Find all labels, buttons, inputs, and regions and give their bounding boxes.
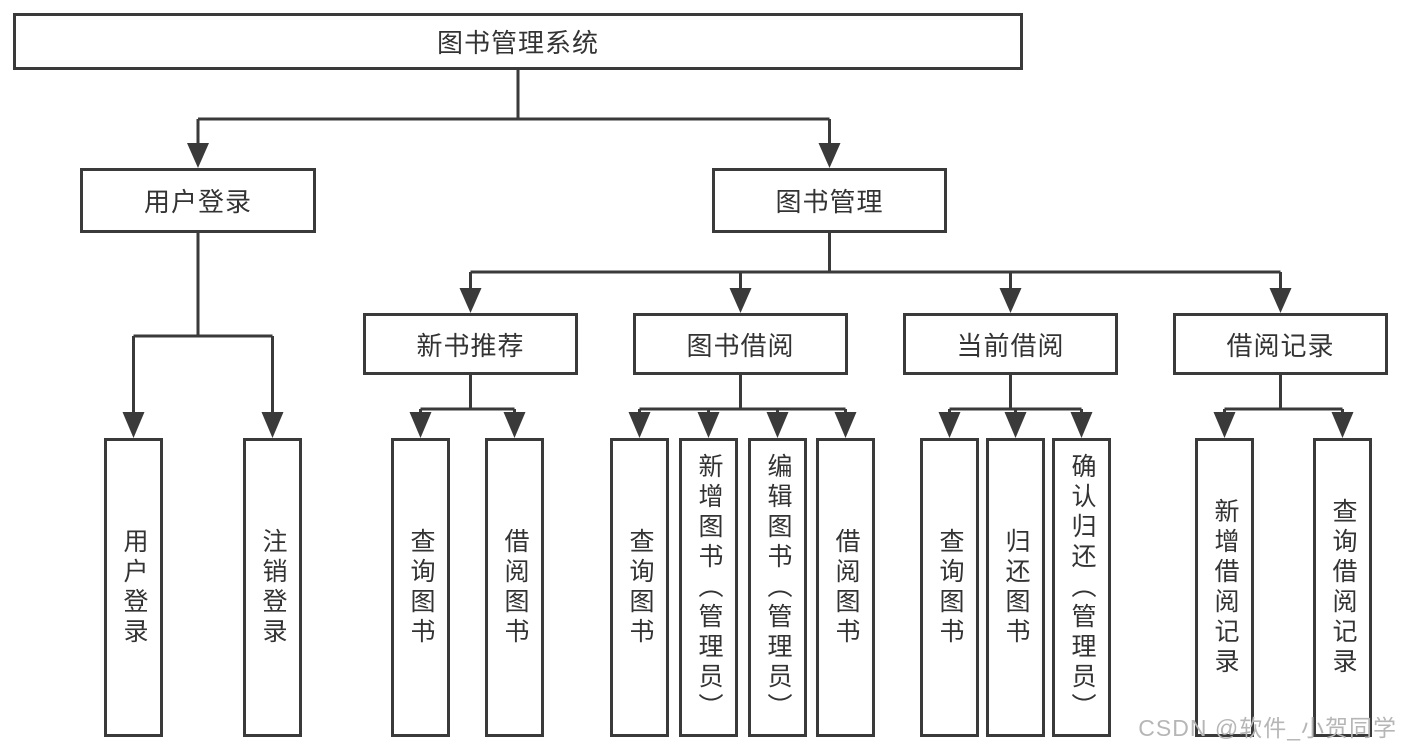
leaf-borrow-books: 借阅图书 bbox=[816, 438, 875, 737]
leaf-label: 查询图书 bbox=[626, 527, 654, 648]
node-new-book-recommend: 新书推荐 bbox=[363, 313, 578, 375]
arrowhead bbox=[834, 412, 857, 438]
leaf-logout: 注销登录 bbox=[243, 438, 302, 737]
arrowhead bbox=[122, 412, 145, 438]
leaf-query-borrow-record: 查询借阅记录 bbox=[1313, 438, 1372, 737]
leaf-query-books-current: 查询图书 bbox=[920, 438, 979, 737]
node-borrow-records-label: 借阅记录 bbox=[1226, 330, 1335, 361]
arrowhead bbox=[1004, 412, 1027, 438]
connector-book-borrow-children bbox=[628, 375, 857, 438]
leaf-label: 新增借阅记录 bbox=[1211, 497, 1239, 678]
node-root-label: 图书管理系统 bbox=[436, 28, 599, 58]
connector-user-login-children bbox=[122, 233, 284, 438]
connector-root-to-level2 bbox=[187, 70, 841, 168]
node-current-borrow: 当前借阅 bbox=[903, 313, 1118, 375]
leaf-add-book-admin: 新增图书（管理员） bbox=[679, 438, 738, 737]
leaf-user-login: 用户登录 bbox=[104, 438, 163, 737]
leaf-label: 借阅图书 bbox=[832, 527, 860, 648]
arrowhead bbox=[999, 288, 1022, 313]
leaf-add-borrow-record: 新增借阅记录 bbox=[1195, 438, 1254, 737]
leaf-label: 确认归还（管理员） bbox=[1068, 452, 1096, 723]
arrowhead bbox=[187, 143, 209, 168]
node-book-mgmt-label: 图书管理 bbox=[775, 187, 884, 217]
arrowhead bbox=[818, 143, 841, 168]
connector-new-book-recommend-children bbox=[409, 375, 526, 438]
node-root: 图书管理系统 bbox=[13, 13, 1023, 70]
leaf-label: 用户登录 bbox=[120, 527, 148, 648]
leaf-query-books-borrow: 查询图书 bbox=[610, 438, 669, 737]
node-book-borrow: 图书借阅 bbox=[633, 313, 848, 375]
arrowhead bbox=[729, 288, 752, 313]
leaf-label: 编辑图书（管理员） bbox=[764, 452, 792, 723]
arrowhead bbox=[409, 412, 432, 438]
arrowhead bbox=[1070, 412, 1093, 438]
connector-book-mgmt-to-level3 bbox=[459, 233, 1292, 313]
arrowhead bbox=[1269, 288, 1292, 313]
node-new-book-recommend-label: 新书推荐 bbox=[416, 330, 525, 361]
arrowhead bbox=[1331, 412, 1354, 438]
csdn-watermark: CSDN @软件_小贺同学 bbox=[1138, 715, 1397, 741]
leaf-label: 归还图书 bbox=[1002, 527, 1030, 648]
node-current-borrow-label: 当前借阅 bbox=[956, 330, 1065, 361]
arrowhead bbox=[503, 412, 526, 438]
leaf-label: 查询借阅记录 bbox=[1329, 497, 1357, 678]
connector-current-borrow-children bbox=[938, 375, 1093, 438]
leaf-edit-book-admin: 编辑图书（管理员） bbox=[748, 438, 807, 737]
leaf-return-book: 归还图书 bbox=[986, 438, 1045, 737]
leaf-label: 借阅图书 bbox=[501, 527, 529, 648]
leaf-borrow-books-recommend: 借阅图书 bbox=[485, 438, 544, 737]
leaf-label: 新增图书（管理员） bbox=[695, 452, 723, 723]
node-book-borrow-label: 图书借阅 bbox=[686, 330, 795, 361]
node-borrow-records: 借阅记录 bbox=[1173, 313, 1388, 375]
node-book-mgmt: 图书管理 bbox=[712, 168, 947, 233]
leaf-label: 注销登录 bbox=[259, 527, 287, 648]
arrowhead bbox=[1213, 412, 1236, 438]
arrowhead bbox=[938, 412, 961, 438]
arrowhead bbox=[459, 288, 482, 313]
arrowhead bbox=[261, 412, 284, 438]
connector-borrow-records-children bbox=[1213, 375, 1354, 438]
leaf-label: 查询图书 bbox=[407, 527, 435, 648]
arrowhead bbox=[766, 412, 789, 438]
arrowhead bbox=[697, 412, 720, 438]
arrowhead bbox=[628, 412, 651, 438]
node-user-login-label: 用户登录 bbox=[143, 187, 252, 217]
leaf-confirm-return-admin: 确认归还（管理员） bbox=[1052, 438, 1111, 737]
leaf-label: 查询图书 bbox=[936, 527, 964, 648]
leaf-query-books-recommend: 查询图书 bbox=[391, 438, 450, 737]
node-user-login: 用户登录 bbox=[80, 168, 316, 233]
